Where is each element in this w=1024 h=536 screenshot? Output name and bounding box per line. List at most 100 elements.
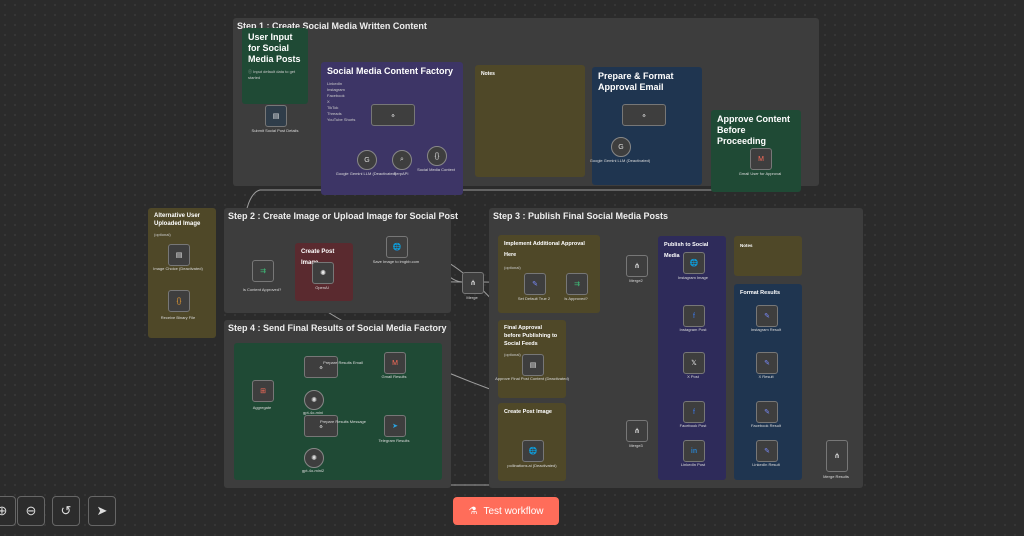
merge-node[interactable]: ⋔ bbox=[462, 272, 484, 294]
gemini-label: Google Gemini LLM (Deactivated) bbox=[335, 171, 397, 176]
prepare-email-label: Prepare Results Email bbox=[323, 360, 363, 365]
openai-label: OpenAI bbox=[315, 285, 329, 290]
merge3-node[interactable]: ⋔ bbox=[626, 420, 648, 442]
merge-icon: ⋔ bbox=[834, 453, 840, 460]
approve-final-label: Approve Final Post Content (Deactivated) bbox=[495, 376, 569, 381]
if-icon: ⇉ bbox=[574, 281, 580, 288]
facebook-post-label: Facebook Post bbox=[679, 423, 707, 428]
sticky-alt-upload: Alternative User Uploaded Image (optiona… bbox=[148, 208, 216, 338]
review-email-node[interactable]: ⚙ bbox=[622, 104, 666, 126]
prepare-message-node[interactable]: ⚙ bbox=[304, 415, 338, 437]
zoom-in-button[interactable]: ⊕ bbox=[0, 496, 16, 526]
undo-button[interactable]: ↺ bbox=[52, 496, 80, 526]
linkedin-post-node[interactable]: in bbox=[683, 440, 705, 462]
test-workflow-button[interactable]: ⚗ Test workflow bbox=[453, 497, 559, 525]
gemini-icon: G bbox=[364, 156, 370, 164]
openai-icon: ✺ bbox=[320, 270, 326, 277]
instagram-post-label: Instagram Post bbox=[679, 327, 707, 332]
zoom-out-button[interactable]: ⊖ bbox=[17, 496, 45, 526]
facebook-post-node[interactable]: f bbox=[683, 401, 705, 423]
merge3-label: Merge3 bbox=[629, 443, 643, 448]
step4-panel bbox=[234, 343, 442, 480]
merge-icon: ⋔ bbox=[470, 280, 476, 287]
openai-node[interactable]: ✺ bbox=[312, 262, 334, 284]
gpt-mini2-label: gpt-4o-mini2 bbox=[301, 468, 325, 473]
serpapi-label: SerpAPI bbox=[393, 171, 409, 176]
facebook-result-node[interactable]: ✎ bbox=[756, 401, 778, 423]
group-step3-title: Step 3 : Publish Final Social Media Post… bbox=[493, 211, 669, 221]
gmail-approval-node[interactable]: M bbox=[750, 148, 772, 170]
aggregate-node[interactable]: ⊞ bbox=[252, 380, 274, 402]
approve-final-node[interactable]: ▤ bbox=[522, 354, 544, 376]
gmail-results-node[interactable]: M bbox=[384, 352, 406, 374]
sticky-alt-upload-sub: (optional) bbox=[154, 232, 171, 237]
select-tool-button[interactable]: ➤ bbox=[88, 496, 116, 526]
gemini-node[interactable]: G bbox=[357, 150, 377, 170]
serpapi-node[interactable]: ⌕ bbox=[392, 150, 412, 170]
facebook-result-label: Facebook Result bbox=[750, 423, 782, 428]
receive-binary-node[interactable]: {} bbox=[168, 290, 190, 312]
is-approved2-label: Is Approved? bbox=[564, 296, 588, 301]
submit-form-node[interactable]: ▤ bbox=[265, 105, 287, 127]
x-post-node[interactable]: 𝕏 bbox=[683, 352, 705, 374]
factory-item: Instagram bbox=[327, 87, 345, 92]
merge-icon: ⋔ bbox=[634, 263, 640, 270]
factory-item: Facebook bbox=[327, 93, 345, 98]
merge2-label: Merge2 bbox=[629, 278, 643, 283]
factory-item: YouTube Shorts bbox=[327, 117, 356, 122]
sticky-create-post-image-title: Create Post Image bbox=[301, 249, 335, 266]
merge-results-node[interactable]: ⋔ bbox=[826, 440, 848, 472]
image-choice-node[interactable]: ▤ bbox=[168, 244, 190, 266]
tool-icon: ⌕ bbox=[400, 156, 404, 163]
gemini-icon: G bbox=[618, 143, 624, 151]
aggregate-icon: ⊞ bbox=[260, 388, 266, 395]
instagram-image-label: Instagram Image bbox=[677, 275, 709, 280]
pollinations-node[interactable]: 🌐 bbox=[522, 440, 544, 462]
gemini2-label: Google Gemini LLM (Deactivated) bbox=[589, 158, 651, 163]
gmail-results-label: Gmail Results bbox=[381, 374, 407, 379]
sticky-prepare-email-title: Prepare & Format Approval Email bbox=[598, 71, 674, 92]
sticky-content-factory: Social Media Content Factory LinkedIn In… bbox=[321, 62, 463, 195]
instagram-result-label: Instagram Result bbox=[750, 327, 782, 332]
globe-icon: 🌐 bbox=[689, 260, 699, 267]
sticky-prepare-email: Prepare & Format Approval Email bbox=[592, 67, 702, 185]
group-step2-title: Step 2 : Create Image or Upload Image fo… bbox=[228, 211, 459, 221]
merge-label: Merge bbox=[466, 295, 478, 300]
save-image-label: Save Image to imgbb.com bbox=[372, 259, 420, 264]
sticky-notes2: Notes bbox=[734, 236, 802, 276]
social-context-label: Social Media Context bbox=[417, 167, 455, 172]
save-image-node[interactable]: 🌐 bbox=[386, 236, 408, 258]
if-icon: ⇉ bbox=[260, 268, 266, 275]
instagram-result-node[interactable]: ✎ bbox=[756, 305, 778, 327]
is-approved-node[interactable]: ⇉ bbox=[252, 260, 274, 282]
is-approved2-node[interactable]: ⇉ bbox=[566, 273, 588, 295]
flask-icon: ⚗ bbox=[468, 505, 478, 517]
form-icon: ▤ bbox=[529, 362, 537, 369]
content-factory-node[interactable]: ⚙ bbox=[371, 104, 415, 126]
sticky-alt-upload-title: Alternative User Uploaded Image bbox=[154, 213, 201, 227]
factory-item: X bbox=[327, 99, 330, 104]
aggregate-label: Aggregate bbox=[252, 405, 272, 410]
gpt-mini2-node[interactable]: ✺ bbox=[304, 448, 324, 468]
instagram-post-node[interactable]: f bbox=[683, 305, 705, 327]
instagram-image-node[interactable]: 🌐 bbox=[683, 252, 705, 274]
submit-node-label: Submit Social Post Details bbox=[251, 128, 299, 133]
sticky-addl-approval-sub: (optional) bbox=[504, 265, 521, 270]
pencil-icon: ✎ bbox=[764, 448, 770, 455]
gpt-mini-node[interactable]: ✺ bbox=[304, 390, 324, 410]
telegram-icon: ➤ bbox=[392, 423, 398, 430]
merge2-node[interactable]: ⋔ bbox=[626, 255, 648, 277]
pencil-icon: ✎ bbox=[764, 313, 770, 320]
telegram-results-node[interactable]: ➤ bbox=[384, 415, 406, 437]
sticky-create-post-image2: Create Post Image bbox=[498, 403, 566, 481]
linkedin-result-node[interactable]: ✎ bbox=[756, 440, 778, 462]
group-step1-title: Step 1 : Create Social Media Written Con… bbox=[237, 21, 427, 31]
zoom-out-icon: ⊖ bbox=[25, 503, 37, 518]
gemini2-node[interactable]: G bbox=[611, 137, 631, 157]
x-result-node[interactable]: ✎ bbox=[756, 352, 778, 374]
set-default-node[interactable]: ✎ bbox=[524, 273, 546, 295]
social-context-node[interactable]: {} bbox=[427, 146, 447, 166]
sticky-approve-title: Approve Content Before Proceeding bbox=[717, 114, 790, 146]
test-workflow-label: Test workflow bbox=[483, 505, 544, 517]
prepare-email-node[interactable]: ⚙ bbox=[304, 356, 338, 378]
